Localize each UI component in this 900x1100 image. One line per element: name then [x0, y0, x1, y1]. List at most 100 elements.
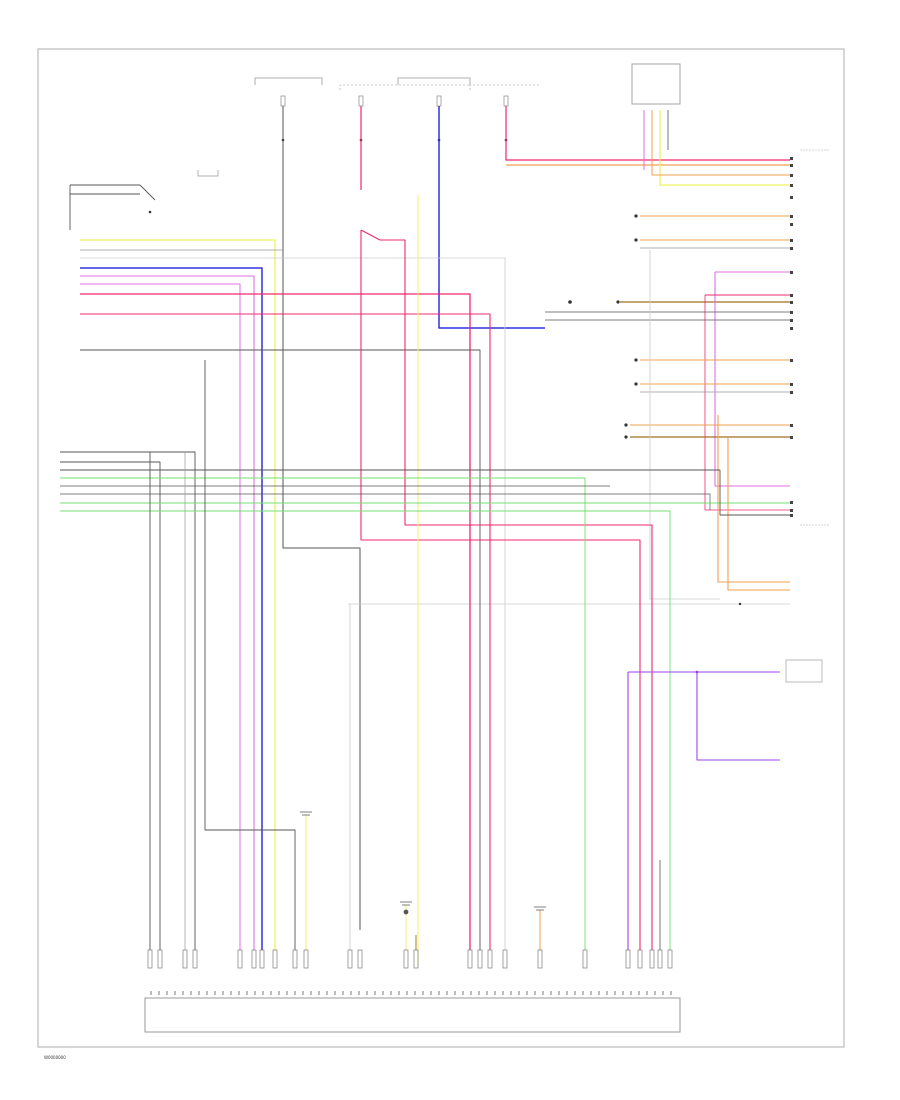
module-pin-terminal	[657, 949, 663, 969]
module-pin-tick	[454, 991, 456, 995]
module-pin-terminal	[357, 949, 363, 969]
module-pin-tick	[262, 991, 264, 995]
module-pin-tick	[158, 991, 160, 995]
module-pin-tick	[286, 991, 288, 995]
module-pin-terminal	[413, 949, 419, 969]
module-pin-terminal	[637, 949, 643, 969]
module-pin-tick	[294, 991, 296, 995]
wire-blue-fuse3	[438, 106, 545, 329]
wire-pink-main-2	[80, 283, 241, 966]
module-pin-tick	[358, 991, 360, 995]
wire-black-fuse1	[282, 106, 361, 930]
module-pin-tick	[670, 991, 672, 995]
module-pin-terminal	[182, 949, 188, 969]
module-pin-tick	[174, 991, 176, 995]
module-pin-tick	[534, 991, 536, 995]
module-pin-terminal	[237, 949, 243, 969]
module-pin-tick	[342, 991, 344, 995]
module-pin-terminal	[157, 949, 163, 969]
module-pin-terminal	[251, 949, 257, 969]
module-pin-tick	[246, 991, 248, 995]
module-pin-tick	[494, 991, 496, 995]
fuse	[358, 95, 364, 107]
module-pin-tick	[382, 991, 384, 995]
module-pin-terminal	[303, 949, 309, 969]
bottom-module	[144, 997, 681, 1033]
module-pin-tick	[350, 991, 352, 995]
splice-points	[568, 214, 742, 674]
module-pin-tick	[326, 991, 328, 995]
module-pin-tick	[422, 991, 424, 995]
wire-blue-main	[80, 267, 263, 966]
wires	[60, 106, 790, 966]
module-pin-tick	[550, 991, 552, 995]
module-pin-tick	[574, 991, 576, 995]
module-pin-terminal	[667, 949, 673, 969]
module-pin-terminal	[403, 949, 409, 969]
wire-black-main	[80, 349, 481, 966]
module-pin-tick	[190, 991, 192, 995]
module-pin-tick	[558, 991, 560, 995]
module-pin-tick	[198, 991, 200, 995]
module-pin-tick	[310, 991, 312, 995]
module-pin-tick	[486, 991, 488, 995]
component-box-right	[785, 659, 823, 683]
module-pin-terminal	[292, 949, 298, 969]
wire-red-main-1	[80, 293, 471, 966]
module-pin-tick	[590, 991, 592, 995]
wire-red-main-2	[80, 313, 491, 966]
module-pin-tick	[606, 991, 608, 995]
figure-code: W0000000	[44, 1055, 66, 1060]
diagram-border	[37, 48, 845, 1048]
module-pin-terminal	[625, 949, 631, 969]
module-pin-tick	[238, 991, 240, 995]
module-pin-tick	[374, 991, 376, 995]
module-pin-tick	[334, 991, 336, 995]
module-pin-terminal	[192, 949, 198, 969]
module-pin-tick	[470, 991, 472, 995]
power-distribution-area	[69, 63, 681, 230]
wire-pink-main-1	[80, 275, 255, 966]
right-components	[785, 149, 830, 683]
module-pin-tick	[414, 991, 416, 995]
ground-symbols	[300, 811, 546, 915]
module-pin-tick	[582, 991, 584, 995]
wire-orange-top2	[651, 110, 790, 176]
module-pin-tick	[398, 991, 400, 995]
bottom-module-pins	[147, 949, 673, 995]
module-pin-tick	[230, 991, 232, 995]
module-pin-tick	[598, 991, 600, 995]
module-pin-tick	[254, 991, 256, 995]
fuse	[280, 95, 286, 107]
fuse	[503, 95, 509, 107]
module-pin-tick	[646, 991, 648, 995]
module-pin-tick	[622, 991, 624, 995]
module-pin-terminal	[467, 949, 473, 969]
wire-white-main	[80, 257, 506, 966]
module-pin-tick	[614, 991, 616, 995]
module-pin-tick	[366, 991, 368, 995]
module-pin-tick	[502, 991, 504, 995]
module-pin-tick	[446, 991, 448, 995]
module-pin-tick	[166, 991, 168, 995]
component-box-top-right	[631, 63, 681, 105]
module-pin-tick	[654, 991, 656, 995]
wire-red-fuse4	[505, 106, 790, 161]
wire-yellow-top	[659, 110, 790, 186]
module-pin-tick	[302, 991, 304, 995]
right-connector-pins	[790, 157, 793, 517]
wire-yellow-main	[80, 239, 276, 966]
module-pin-tick	[222, 991, 224, 995]
module-pin-tick	[542, 991, 544, 995]
module-pin-tick	[318, 991, 320, 995]
module-pin-tick	[278, 991, 280, 995]
module-pin-terminal	[502, 949, 508, 969]
module-pin-terminal	[147, 949, 153, 969]
module-pin-tick	[214, 991, 216, 995]
module-pin-tick	[510, 991, 512, 995]
fuse	[436, 95, 442, 107]
module-pin-terminal	[259, 949, 265, 969]
module-pin-tick	[638, 991, 640, 995]
